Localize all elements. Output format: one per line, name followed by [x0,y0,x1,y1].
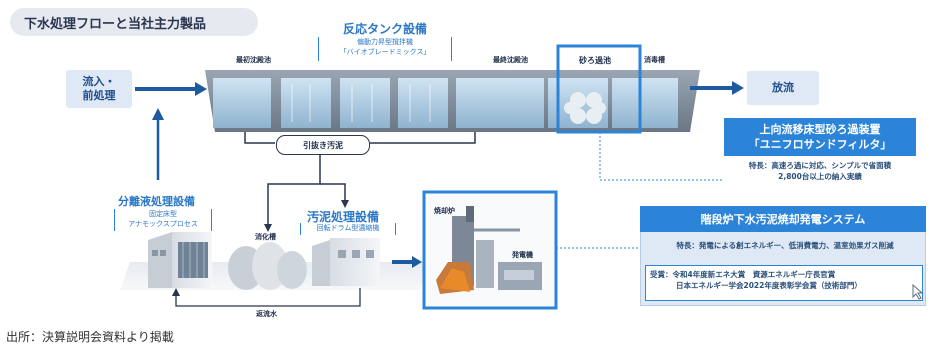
filter-product-title1: 上向流移床型砂ろ過装置 [759,123,881,136]
return-water-line [175,288,361,307]
sludge-lines [244,132,476,226]
reaction-tank-sub2: 「バイオブレードミックス」 [339,48,431,56]
filter-feature1: 特長：高速ろ過に対応、シンプルで省面積 [748,161,892,170]
award-box: 受賞：令和4年度新エネ大賞 資源エネルギー庁長官賞 日本エネルギー学会2022年… [645,265,923,301]
incinerator-drawing [436,206,542,294]
sludge-sub-frame: 回転ドラム型濃縮機 [300,223,396,235]
separation-building [148,232,212,288]
discharge-label: 放流 [772,81,794,94]
separation-sub1: 固定床型 [149,210,177,218]
discharge-box: 放流 [747,71,819,105]
separation-sub2: アナモックスプロセス [128,220,198,228]
separation-title: 分離液処理設備 [118,195,195,208]
inflow-line1: 流入・ [82,75,116,88]
main-tank-row [205,70,700,132]
inflow-box: 流入・前処理 [66,70,132,108]
page-title: 下水処理フローと当社主力製品 [10,8,258,36]
source-caption: 出所：決算説明会資料より掲載 [6,330,174,344]
digestion-tanks [228,242,307,290]
sludge-extraction-pill: 引抜き汚泥 [276,135,370,155]
power-product-title: 階段炉下水汚泥焼却発電システム [640,206,926,232]
sludge-sub: 回転ドラム型濃縮機 [316,224,380,232]
filter-product-title2: 「ユニフロサンドフィルタ」 [748,138,892,151]
filter-product-callout: 上向流移床型砂ろ過装置 「ユニフロサンドフィルタ」 [724,118,916,156]
return-water-label: 返流水 [256,310,277,318]
sand-filter-highlight [556,44,642,134]
generator-label: 発電機 [512,251,533,259]
sludge-title: 汚泥処理設備 [307,210,380,224]
filter-feature2: 2,800台以上の納入実績 [778,172,862,181]
reaction-tank-title: 反応タンク設備 [342,22,427,36]
separation-sub: 固定床型 アナモックスプロセス [114,209,212,231]
sand-filter-label: 砂ろ過池 [579,56,611,65]
incinerator-label: 焼却炉 [434,207,455,215]
power-product-feature: 特長：発電による創エネルギー、低消費電力、温室効果ガス削減 [676,241,894,250]
final-settling-label: 最終沈殿池 [493,56,528,64]
dotted-connectors [556,132,722,249]
reaction-tank-heading: 反応タンク設備 [334,20,436,37]
reaction-tank-sub1: 偏動力昇型撹拌機 [357,38,413,46]
disinfection-label: 消毒槽 [644,56,665,64]
award-line1: 受賞：令和4年度新エネ大賞 資源エネルギー庁長官賞 [650,270,836,279]
sludge-extraction-label: 引抜き汚泥 [303,140,343,150]
award-line2: 日本エネルギー学会2022年度表彰学会賞（技術部門） [676,281,862,290]
cursor-icon [912,284,924,300]
primary-settling-label: 最初沈殿池 [236,56,271,64]
sludge-building [312,238,380,286]
digestion-label: 消化槽 [255,233,276,241]
filter-product-features: 特長：高速ろ過に対応、シンプルで省面積 2,800台以上の納入実績 [724,160,916,182]
reaction-tank-sub: 偏動力昇型撹拌機 「バイオブレードミックス」 [318,37,452,61]
inflow-line2: 前処理 [82,89,116,102]
